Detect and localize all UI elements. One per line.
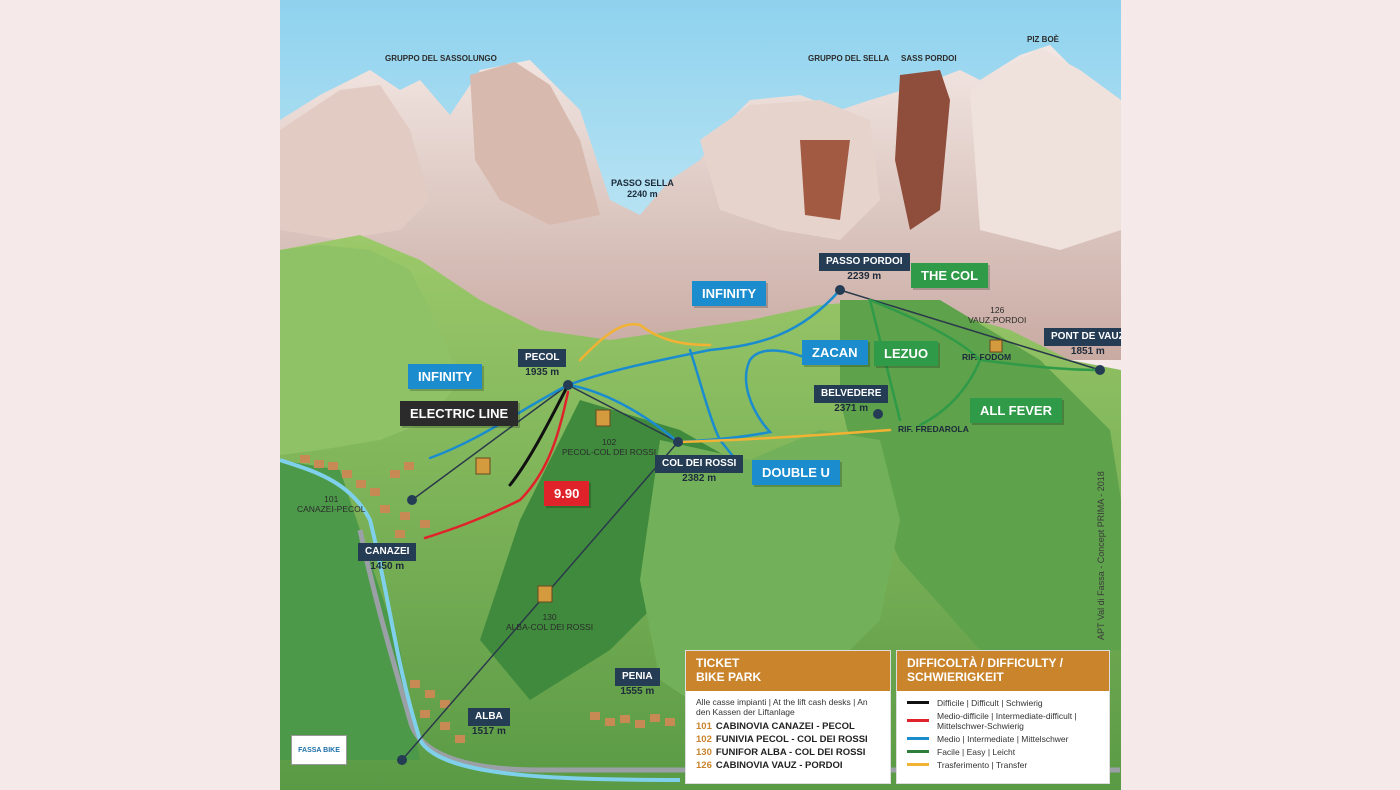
legend-row-intermediate: Medio | Intermediate | Mittelschwer <box>907 734 1099 744</box>
bike-park-map: GRUPPO DEL SASSOLUNGO GRUPPO DEL SELLA S… <box>280 0 1121 790</box>
place-penia: PENIA 1555 m <box>615 668 660 698</box>
place-passo-sella: PASSO SELLA 2240 m <box>611 178 674 200</box>
peak-piz-boe: PIZ BOÈ <box>1027 35 1060 44</box>
legend-row-intermediate-difficult: Medio-difficile | Intermediate-difficult… <box>907 711 1099 731</box>
place-passo-sella-name: PASSO SELLA <box>611 178 674 188</box>
place-belvedere: BELVEDERE 2371 m <box>814 385 889 415</box>
ticket-panel-body: Alle casse impianti | At the lift cash d… <box>686 691 890 777</box>
fassa-bike-logo: FASSA BIKE <box>291 735 347 765</box>
place-canazei: CANAZEI 1450 m <box>358 543 417 573</box>
place-alba: ALBA 1517 m <box>468 708 510 738</box>
ticket-intro: Alle casse impianti | At the lift cash d… <box>696 696 868 717</box>
place-passo-pordoi-name: PASSO PORDOI <box>819 253 910 271</box>
ticket-row-num: 102 <box>696 733 712 745</box>
trail-lezuo[interactable]: LEZUO <box>874 341 939 366</box>
place-canazei-name: CANAZEI <box>358 543 417 561</box>
legend-row-transfer: Trasferimento | Transfer <box>907 760 1099 770</box>
ticket-row-label: CABINOVIA VAUZ - PORDOI <box>715 759 843 771</box>
difficulty-panel: DIFFICOLTÀ / DIFFICULTY / SCHWIERIGKEIT … <box>896 650 1110 784</box>
place-pont-de-vauz-name: PONT DE VAUZ <box>1044 328 1121 346</box>
lift-130-num: 130 <box>542 612 557 622</box>
trail-the-col[interactable]: THE COL <box>911 263 989 288</box>
difficulty-title-line1: DIFFICOLTÀ / DIFFICULTY / <box>907 656 1063 670</box>
legend-swatch <box>907 763 929 767</box>
legend-swatch <box>907 750 929 754</box>
place-penia-name: PENIA <box>615 668 660 686</box>
legend-label: Medio-difficile | Intermediate-difficult… <box>937 710 1077 731</box>
trail-double-u[interactable]: DOUBLE U <box>752 460 840 485</box>
ticket-row-num: 126 <box>696 759 712 771</box>
ticket-panel: TICKET BIKE PARK Alle casse impianti | A… <box>685 650 891 784</box>
trail-9-90[interactable]: 9.90 <box>544 481 590 506</box>
legend-row-easy: Facile | Easy | Leicht <box>907 747 1099 757</box>
trail-infinity-left[interactable]: INFINITY <box>408 364 483 389</box>
legend-label: Difficile | Difficult | Schwierig <box>937 697 1043 708</box>
lift-101-name: CANAZEI-PECOL <box>297 504 366 515</box>
lift-126-name: VAUZ-PORDOI <box>968 315 1027 326</box>
place-belvedere-alt: 2371 m <box>834 403 869 414</box>
ticket-row-label: FUNIVIA PECOL - COL DEI ROSSI <box>715 733 868 745</box>
legend-label: Trasferimento | Transfer <box>937 759 1028 770</box>
lift-126-num: 126 <box>990 305 1005 315</box>
lift-102-name: PECOL-COL DEI ROSSI <box>562 447 657 458</box>
place-passo-sella-alt: 2240 m <box>627 188 658 199</box>
legend-label: Facile | Easy | Leicht <box>937 746 1016 757</box>
ticket-title-line1: TICKET <box>696 656 740 670</box>
place-alba-name: ALBA <box>468 708 510 726</box>
lift-130-label: 130 ALBA-COL DEI ROSSI <box>506 612 593 632</box>
place-pecol-name: PECOL <box>518 349 567 367</box>
lift-102-num: 102 <box>601 437 617 447</box>
place-passo-pordoi: PASSO PORDOI 2239 m <box>819 253 910 283</box>
legend-row-difficult: Difficile | Difficult | Schwierig <box>907 698 1099 708</box>
ticket-row-num: 130 <box>696 746 712 758</box>
place-pecol-alt: 1935 m <box>525 367 560 378</box>
place-passo-pordoi-alt: 2239 m <box>847 271 882 282</box>
place-pont-de-vauz-alt: 1851 m <box>1070 346 1105 357</box>
lift-126-label: 126 VAUZ-PORDOI <box>968 305 1026 325</box>
trail-infinity-top[interactable]: INFINITY <box>692 281 767 306</box>
lift-101-label: 101 CANAZEI-PECOL <box>297 494 366 514</box>
trail-electric-line[interactable]: ELECTRIC LINE <box>400 401 519 426</box>
peak-sass-pordoi: SASS PORDOI <box>901 54 957 63</box>
legend-swatch <box>907 737 929 741</box>
place-pecol: PECOL 1935 m <box>518 349 567 379</box>
trail-zacan[interactable]: ZACAN <box>802 340 868 365</box>
difficulty-panel-body: Difficile | Difficult | Schwierig Medio-… <box>897 691 1109 779</box>
difficulty-title-line2: SCHWIERIGKEIT <box>907 669 1004 684</box>
lift-130-name: ALBA-COL DEI ROSSI <box>506 622 594 633</box>
place-penia-alt: 1555 m <box>620 686 655 697</box>
place-col-dei-rossi-name: COL DEI ROSSI <box>655 455 744 473</box>
lift-102-label: 102 PECOL-COL DEI ROSSI <box>562 437 656 457</box>
trail-all-fever[interactable]: ALL FEVER <box>970 398 1062 423</box>
lift-101-num: 101 <box>324 494 339 504</box>
credit-text: APT Val di Fassa - Concept PRIMA - 2018 <box>1096 471 1106 640</box>
place-col-dei-rossi-alt: 2382 m <box>682 473 717 484</box>
place-rif-fodom: RIF. FODOM <box>962 352 1012 362</box>
ticket-row-label: CABINOVIA CANAZEI - PECOL <box>715 720 855 732</box>
place-belvedere-name: BELVEDERE <box>814 385 889 403</box>
place-pont-de-vauz: PONT DE VAUZ 1851 m <box>1044 328 1121 358</box>
legend-swatch <box>907 701 929 705</box>
ticket-title-line2: BIKE PARK <box>696 669 762 684</box>
ticket-row-num: 101 <box>696 720 712 732</box>
peak-sella: GRUPPO DEL SELLA <box>808 54 890 63</box>
place-alba-alt: 1517 m <box>471 726 506 737</box>
legend-swatch <box>907 719 929 723</box>
peak-sassolungo: GRUPPO DEL SASSOLUNGO <box>385 54 497 63</box>
difficulty-panel-header: DIFFICOLTÀ / DIFFICULTY / SCHWIERIGKEIT <box>897 651 1109 691</box>
legend-label: Medio | Intermediate | Mittelschwer <box>937 733 1069 744</box>
place-col-dei-rossi: COL DEI ROSSI 2382 m <box>655 455 744 485</box>
place-canazei-alt: 1450 m <box>370 561 405 572</box>
place-rif-fredarola: RIF. FREDAROLA <box>898 424 969 434</box>
ticket-panel-header: TICKET BIKE PARK <box>686 651 890 691</box>
ticket-row-label: FUNIFOR ALBA - COL DEI ROSSI <box>715 746 866 758</box>
